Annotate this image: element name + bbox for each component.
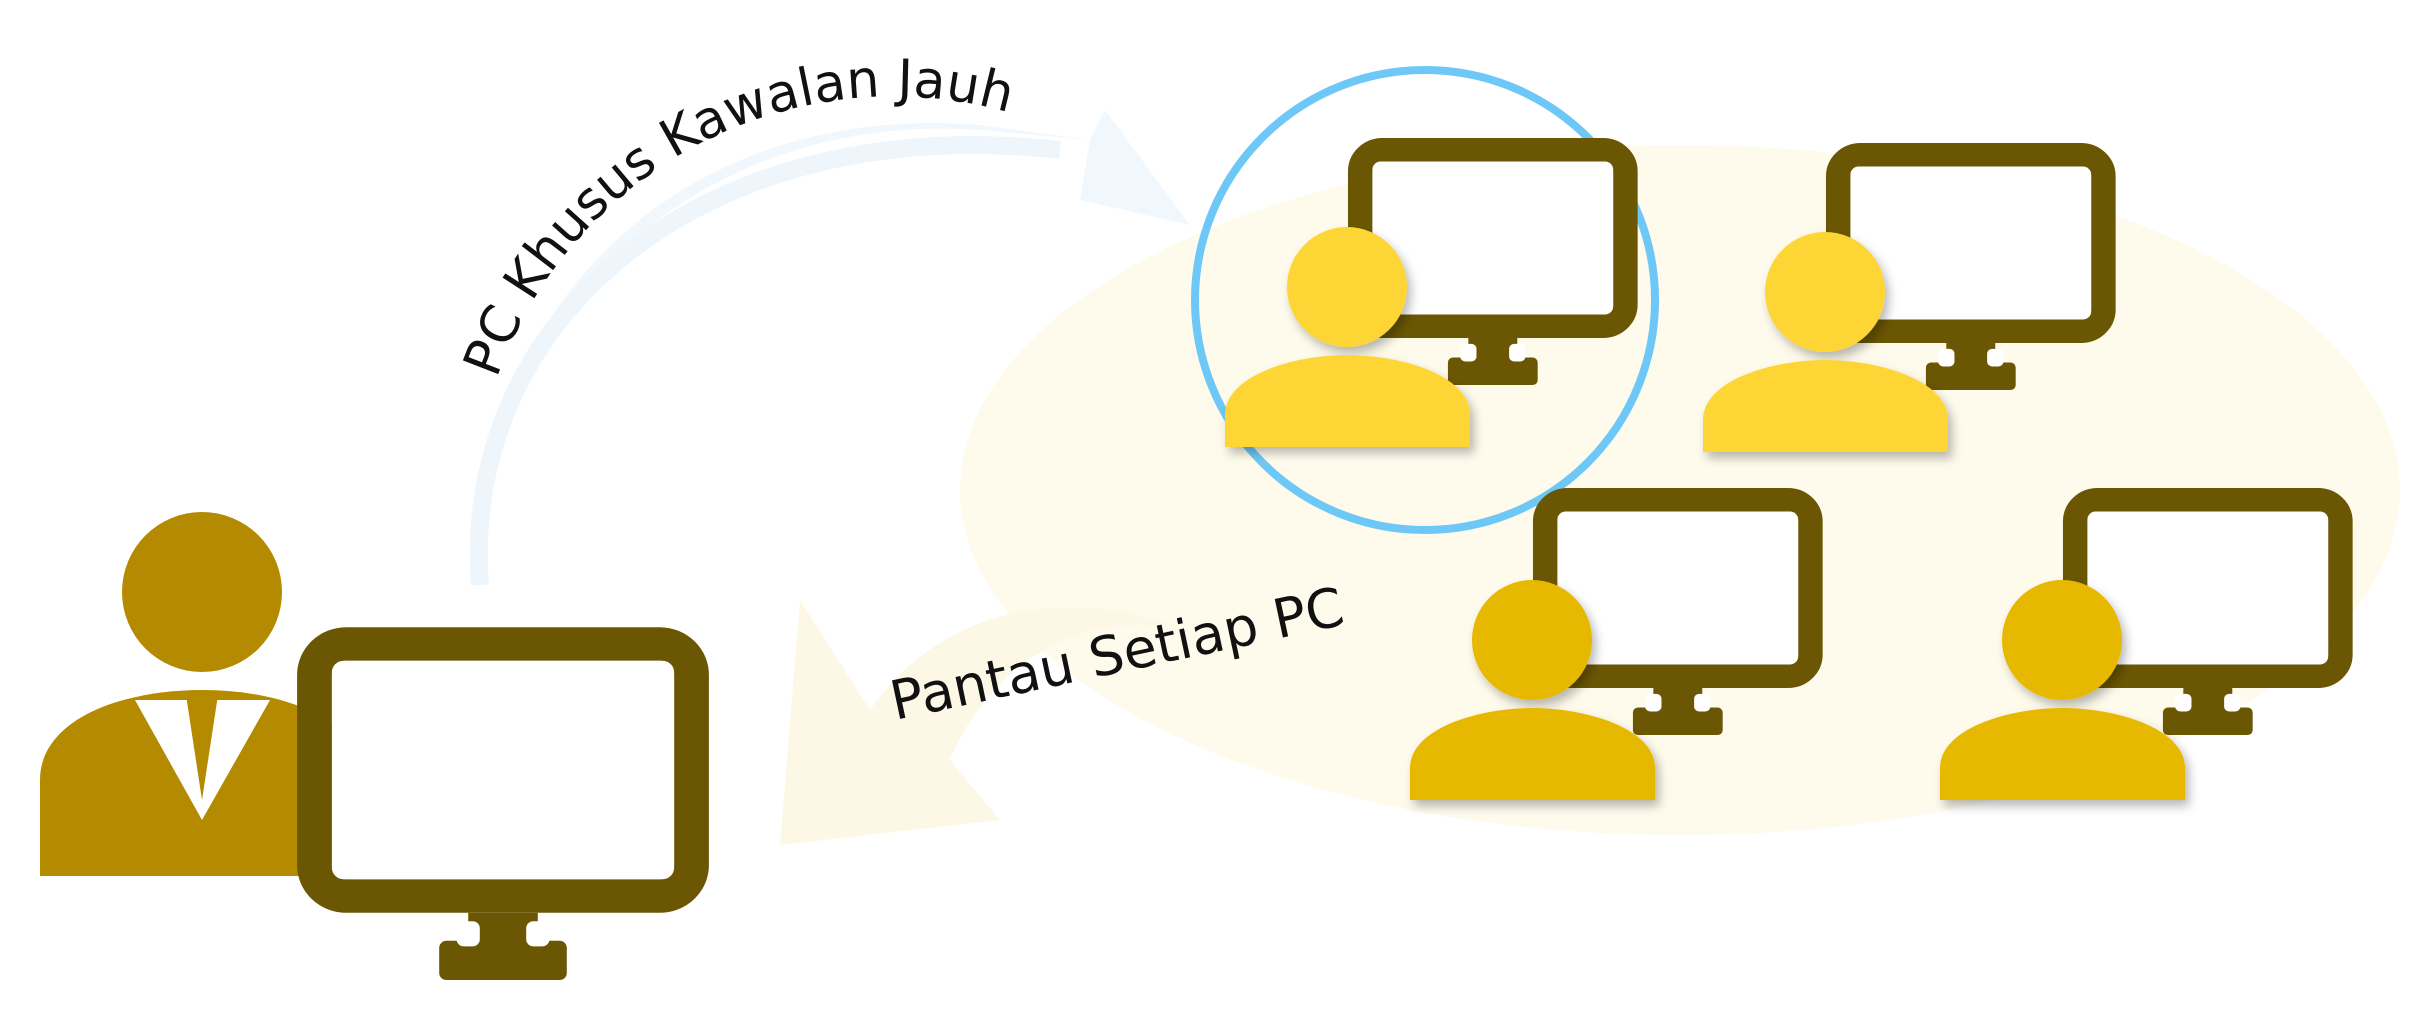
administrator-monitor-icon xyxy=(315,644,692,980)
selected-pc-highlight-ring xyxy=(1191,66,1659,534)
monitor-arrow xyxy=(780,600,1210,845)
administrator-person-icon xyxy=(40,512,362,876)
svg-text:PC Khusus Kawalan Jauh: PC Khusus Kawalan Jauh xyxy=(453,49,1020,383)
remote-control-label: PC Khusus Kawalan Jauh xyxy=(453,49,1020,383)
remote-control-arrow xyxy=(479,110,1190,585)
remote-control-arrow-tail xyxy=(469,136,1061,586)
